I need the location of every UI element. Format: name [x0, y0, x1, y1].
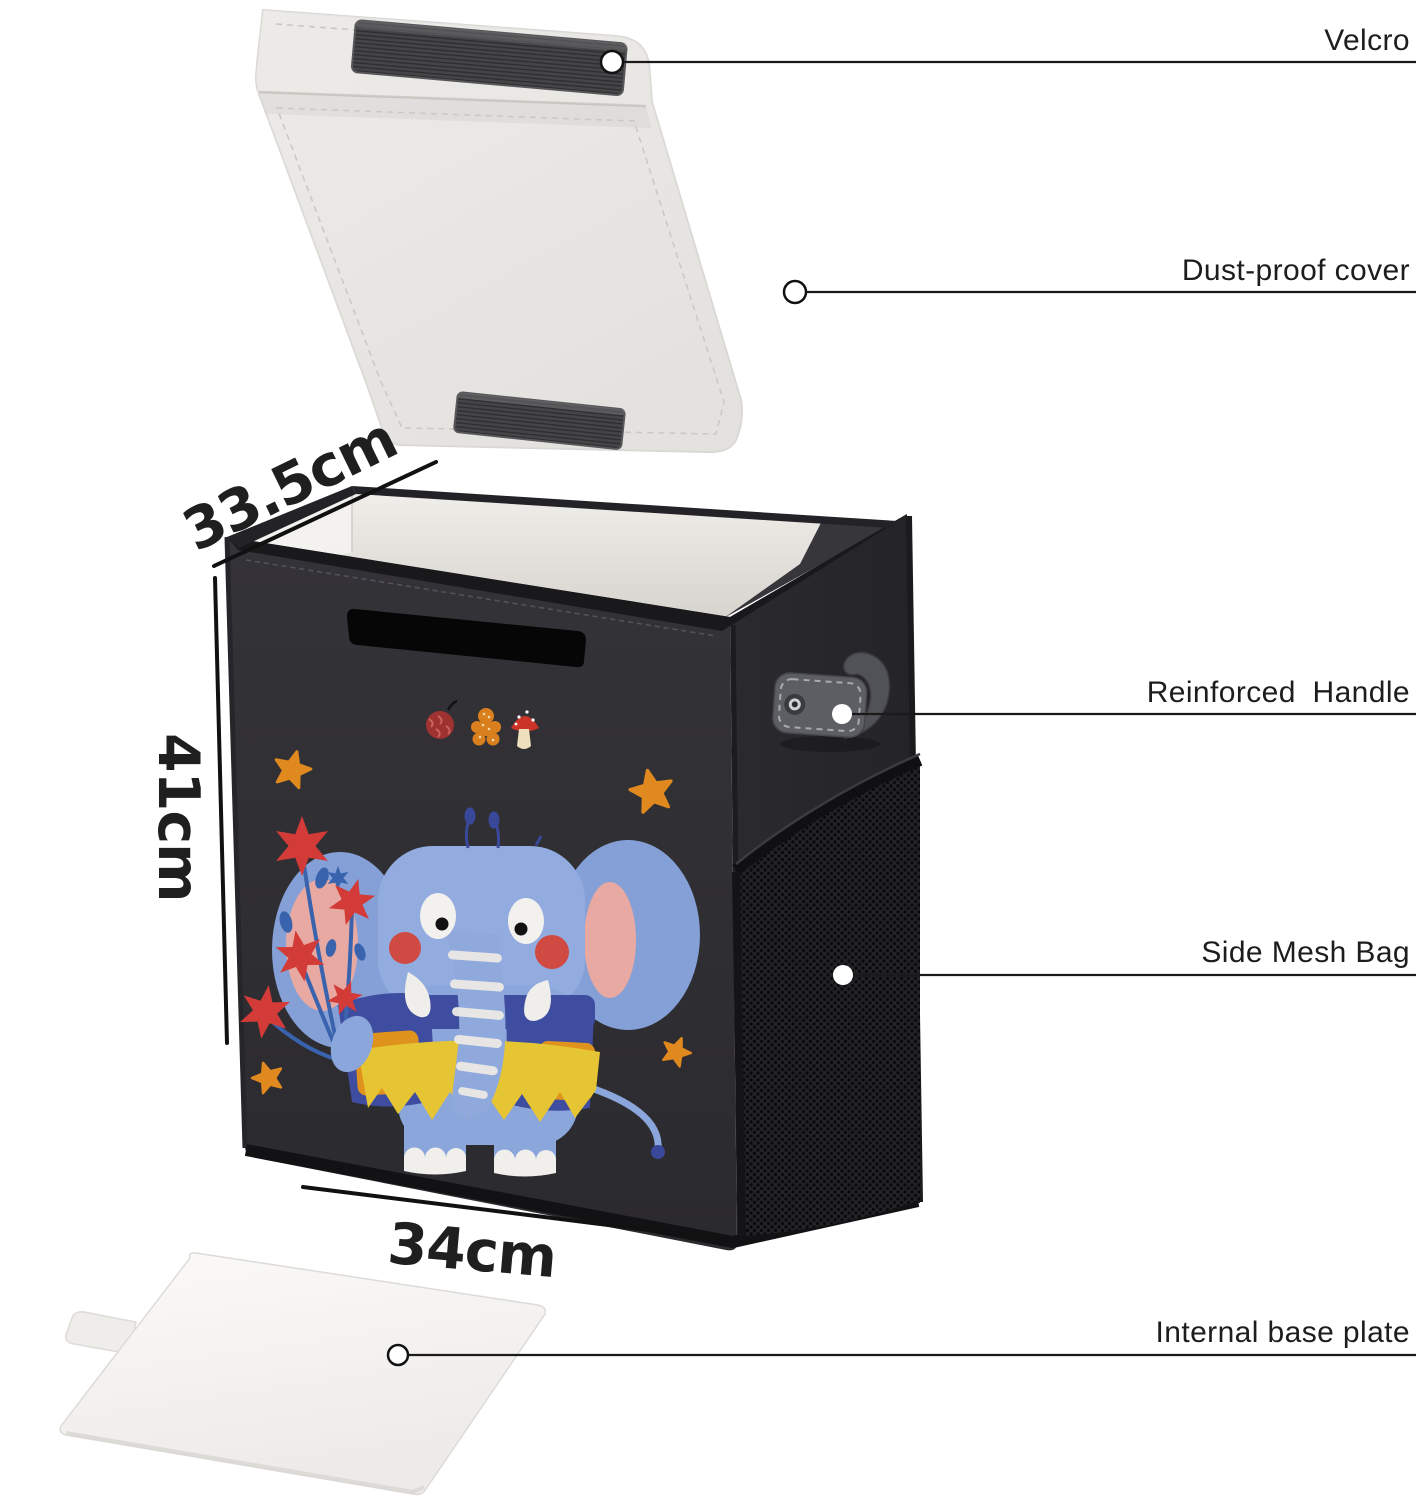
toenail-cap	[404, 1147, 466, 1175]
rim-stitch	[245, 559, 717, 637]
elephant-cheek-left	[389, 932, 421, 964]
callout-dot-velcro	[599, 49, 625, 75]
strap-shadow	[780, 736, 880, 752]
box-rim-right	[722, 514, 907, 631]
flower-bouquet	[239, 816, 376, 1073]
velcro-strip-top	[350, 19, 628, 97]
callout-dot-dust	[782, 279, 808, 305]
mesh-top-highlight	[735, 752, 921, 865]
mesh-top-binding	[732, 754, 923, 875]
box-rim-front	[227, 537, 730, 631]
strap-stitching	[777, 678, 862, 733]
callout-markers	[386, 49, 853, 1367]
elephant-tusk-right	[524, 980, 551, 1021]
elephant-right-ear-inner	[584, 882, 636, 998]
star-icon	[662, 1036, 693, 1068]
star-icon	[274, 750, 313, 790]
dimension-line-left	[213, 576, 229, 1045]
callout-dot-handle	[832, 704, 852, 724]
dimension-lines	[212, 460, 731, 1242]
star-icon	[628, 768, 673, 814]
elephant-cheek-right	[535, 935, 569, 969]
ornament-mushroom	[511, 710, 539, 749]
lid-stitch-main	[275, 107, 725, 435]
elephant-tail	[578, 1081, 662, 1154]
callout-lines	[408, 60, 1416, 1357]
flower-blooms	[239, 816, 376, 1039]
box-interior-right-wall	[724, 517, 897, 618]
box-left-edge	[224, 536, 248, 1149]
callout-dot-plate	[386, 1343, 410, 1367]
reinforced-handle-strap	[772, 651, 891, 752]
elephant-hand	[330, 1015, 374, 1073]
storage-box	[224, 486, 923, 1251]
dimension-line-top	[212, 460, 438, 568]
elephant-head	[378, 846, 585, 1014]
dimension-line-bottom	[301, 1185, 731, 1242]
flower-blue	[327, 866, 349, 890]
velcro-strip-bottom	[453, 391, 626, 450]
box-rim-back	[352, 486, 897, 528]
toenail-cap	[494, 1149, 556, 1177]
elephant-pupil	[435, 917, 449, 931]
plate-tab	[64, 1311, 137, 1355]
callout-label-dust-cover: Dust-proof cover	[1181, 254, 1410, 287]
box-rim-back-left	[227, 486, 356, 548]
plate-board	[59, 1252, 547, 1496]
handle-cutout	[347, 608, 586, 668]
box-interior-back-wall	[240, 486, 897, 618]
elephant-tail-tip	[651, 1145, 665, 1159]
ornament-bauble	[426, 699, 458, 739]
head-sprigs	[464, 807, 543, 849]
dust-cover-lid	[255, 8, 743, 454]
trunk-stripes	[448, 950, 504, 1099]
callout-dot-mesh	[833, 965, 853, 985]
side-mesh-pocket	[732, 752, 923, 1237]
callout-label-velcro: Velcro	[1324, 24, 1410, 57]
star-decorations	[250, 750, 693, 1095]
elephant-pupil	[514, 922, 528, 936]
elephant-illustration	[239, 807, 700, 1177]
callout-label-handle: Reinforced Handle	[1146, 676, 1410, 709]
dimension-label-left: 41cm	[145, 733, 211, 902]
mesh-left-binding	[732, 871, 746, 1237]
callout-label-mesh: Side Mesh Bag	[1201, 936, 1410, 969]
elephant-eye-right	[508, 898, 544, 944]
elephant-tusk-left	[404, 972, 431, 1018]
strap-loop	[838, 651, 891, 739]
ornament-gingerbread	[471, 708, 501, 746]
star-icon	[250, 1061, 283, 1095]
callout-label-base-plate: Internal base plate	[1155, 1316, 1410, 1349]
lid-fold-line	[258, 90, 647, 108]
elephant-eye-left	[420, 893, 456, 939]
strap-grommet-hole	[791, 701, 798, 708]
flower-leaves	[279, 867, 366, 961]
plate-edge-shade	[65, 1431, 425, 1495]
internal-base-plate	[59, 1252, 547, 1496]
lid-fold-shadow	[259, 92, 651, 128]
